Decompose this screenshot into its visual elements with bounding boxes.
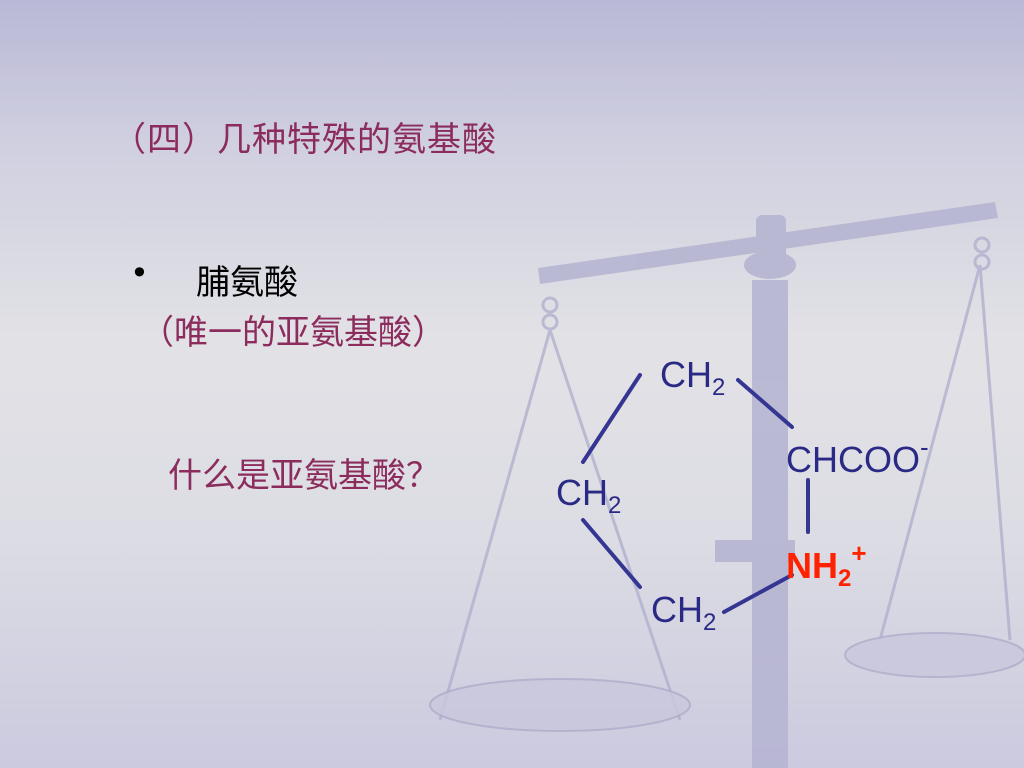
bullet-text: 脯氨酸 (196, 263, 298, 303)
bond-left-bottom (581, 518, 642, 589)
ch2-bottom: CH2 (651, 589, 717, 636)
chcoo-group: CHCOO- (786, 432, 929, 480)
ch2-top: CH2 (660, 354, 726, 401)
bond-bottom-n (722, 573, 794, 614)
nh2-plus: NH2+ (786, 538, 867, 592)
ch2-left: CH2 (556, 472, 622, 519)
question-text: 什么是亚氨基酸？ (168, 456, 440, 496)
bond-top-right (736, 378, 794, 429)
subnote: （唯一的亚氨基酸） (140, 313, 446, 353)
bond-top-left (581, 373, 642, 464)
page-title: （四）几种特殊的氨基酸 (112, 120, 497, 160)
bullet-marker: • (130, 254, 149, 292)
